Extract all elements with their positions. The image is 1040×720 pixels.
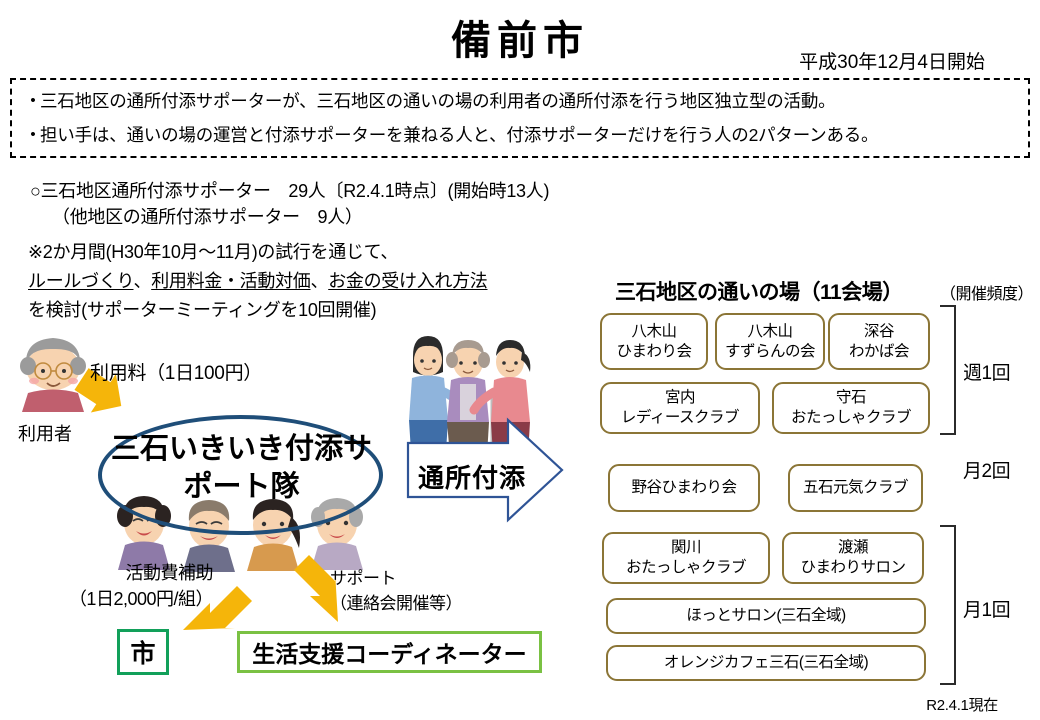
place-box-miyauchi-ladies: 宮内レディースクラブ xyxy=(600,382,760,434)
support-label-line-2: （連絡会開催等） xyxy=(330,594,463,613)
place-box-text: 野谷ひまわり会 xyxy=(631,479,737,496)
place-box-text: ほっとサロン(三石全域) xyxy=(686,607,846,624)
places-title: 三石地区の通いの場（11会場） xyxy=(615,281,903,304)
start-date-label: 平成30年12月4日開始 xyxy=(799,52,985,73)
place-box-yagiyama-himawari: 八木山ひまわり会 xyxy=(600,313,708,370)
place-box-yagiyama-suzuran: 八木山すずらんの会 xyxy=(715,313,825,370)
fee-label: 利用料（1日100円） xyxy=(90,363,262,384)
footnote-date: R2.4.1現在 xyxy=(926,697,998,714)
trial-note: ※2か月間(H30年10月～11月)の試行を通じて、 ルールづくり、利用料金・活… xyxy=(28,238,488,325)
subsidy-label: 活動費補助 （1日2,000円/組） xyxy=(8,560,214,612)
trial-note-item-fees: 利用料金・活動対価 xyxy=(151,271,311,291)
summary-bullet-2: • 担い手は、通いの場の運営と付添サポーターを兼ねる人と、付添サポーターだけを行… xyxy=(26,121,1014,149)
trial-note-sep-2: 、 xyxy=(310,271,329,291)
place-box-sekigawa-otassha: 関川おたっしゃクラブ xyxy=(602,532,770,584)
trial-note-sep-1: 、 xyxy=(133,271,152,291)
three-people-illustration xyxy=(409,336,531,459)
summary-dashed-box: • 三石地区の通所付添サポーターが、三石地区の通いの場の利用者の通所付添を行う地… xyxy=(10,78,1030,158)
place-box-text: 深谷わかば会 xyxy=(848,322,910,360)
place-box-text: 八木山すずらんの会 xyxy=(724,322,816,360)
bullet-dot-icon: • xyxy=(30,92,36,109)
place-box-text: 関川おたっしゃクラブ xyxy=(625,539,747,576)
subsidy-label-line-2: （1日2,000円/組） xyxy=(68,589,214,609)
support-label-line-1: サポート xyxy=(330,569,397,588)
place-box-hotto-salon: ほっとサロン(三石全域) xyxy=(606,598,926,634)
place-box-watase-himawari: 渡瀬ひまわりサロン xyxy=(782,532,924,584)
frequency-bracket-weekly xyxy=(940,305,956,435)
coordinator-box: 生活支援コーディネーター xyxy=(237,631,542,673)
city-box: 市 xyxy=(117,629,169,675)
subsidy-label-line-1: 活動費補助 xyxy=(125,563,214,583)
frequency-label-monthly1: 月1回 xyxy=(963,600,1011,621)
supporter-count-line-1: ○三石地区通所付添サポーター 29人〔R2.4.1時点〕(開始時13人) xyxy=(30,181,550,201)
transfer-arrow-label: 通所付添 xyxy=(418,463,527,493)
place-box-notani-himawari: 野谷ひまわり会 xyxy=(608,464,760,512)
summary-bullet-2-text: 担い手は、通いの場の運営と付添サポーターを兼ねる人と、付添サポーターだけを行う人… xyxy=(40,125,879,145)
trial-note-line-1: ※2か月間(H30年10月～11月)の試行を通じて、 xyxy=(28,242,399,262)
support-team-oval xyxy=(98,415,383,535)
trial-note-line-2: ルールづくり、利用料金・活動対価、お金の受け入れ方法 xyxy=(28,267,488,296)
support-team-label: 三石いきいき付添サポート隊 xyxy=(110,433,372,503)
bullet-dot-icon: • xyxy=(30,126,36,143)
supporter-counts: ○三石地区通所付添サポーター 29人〔R2.4.1時点〕(開始時13人) （他地… xyxy=(30,178,549,230)
user-label: 利用者 xyxy=(18,424,72,444)
page-title: 備前市 xyxy=(451,19,589,63)
place-box-orange-cafe: オレンジカフェ三石(三石全域) xyxy=(606,645,926,681)
summary-bullet-1-text: 三石地区の通所付添サポーターが、三石地区の通いの場の利用者の通所付添を行う地区独… xyxy=(40,91,836,111)
trial-note-item-rules: ルールづくり xyxy=(28,271,134,291)
supporter-count-line-2: （他地区の通所付添サポーター 9人） xyxy=(52,207,363,227)
place-box-text: 渡瀬ひまわりサロン xyxy=(800,539,906,576)
frequency-bracket-monthly1 xyxy=(940,525,956,685)
support-label: サポート （連絡会開催等） xyxy=(330,566,463,616)
place-box-text: 宮内レディースクラブ xyxy=(620,389,740,426)
frequency-label-weekly: 週1回 xyxy=(963,363,1011,384)
frequency-label-monthly2: 月2回 xyxy=(963,461,1011,482)
place-box-moriishi-otassha: 守石おたっしゃクラブ xyxy=(772,382,930,434)
summary-bullet-1: • 三石地区の通所付添サポーターが、三石地区の通いの場の利用者の通所付添を行う地… xyxy=(26,87,1014,115)
place-box-text: 八木山ひまわり会 xyxy=(616,322,692,360)
frequency-header: （開催頻度） xyxy=(940,286,1034,303)
trial-note-line-3: を検討(サポーターミーティングを10回開催) xyxy=(28,300,377,320)
elderly-user-icon xyxy=(20,338,86,412)
place-box-text: オレンジカフェ三石(三石全域) xyxy=(663,654,869,671)
place-box-text: 守石おたっしゃクラブ xyxy=(790,389,912,426)
place-box-fukatani-wakaba: 深谷わかば会 xyxy=(828,313,930,370)
place-box-goishi-genki: 五石元気クラブ xyxy=(788,464,923,512)
place-box-text: 五石元気クラブ xyxy=(802,479,909,496)
trial-note-item-money: お金の受け入れ方法 xyxy=(328,271,488,291)
